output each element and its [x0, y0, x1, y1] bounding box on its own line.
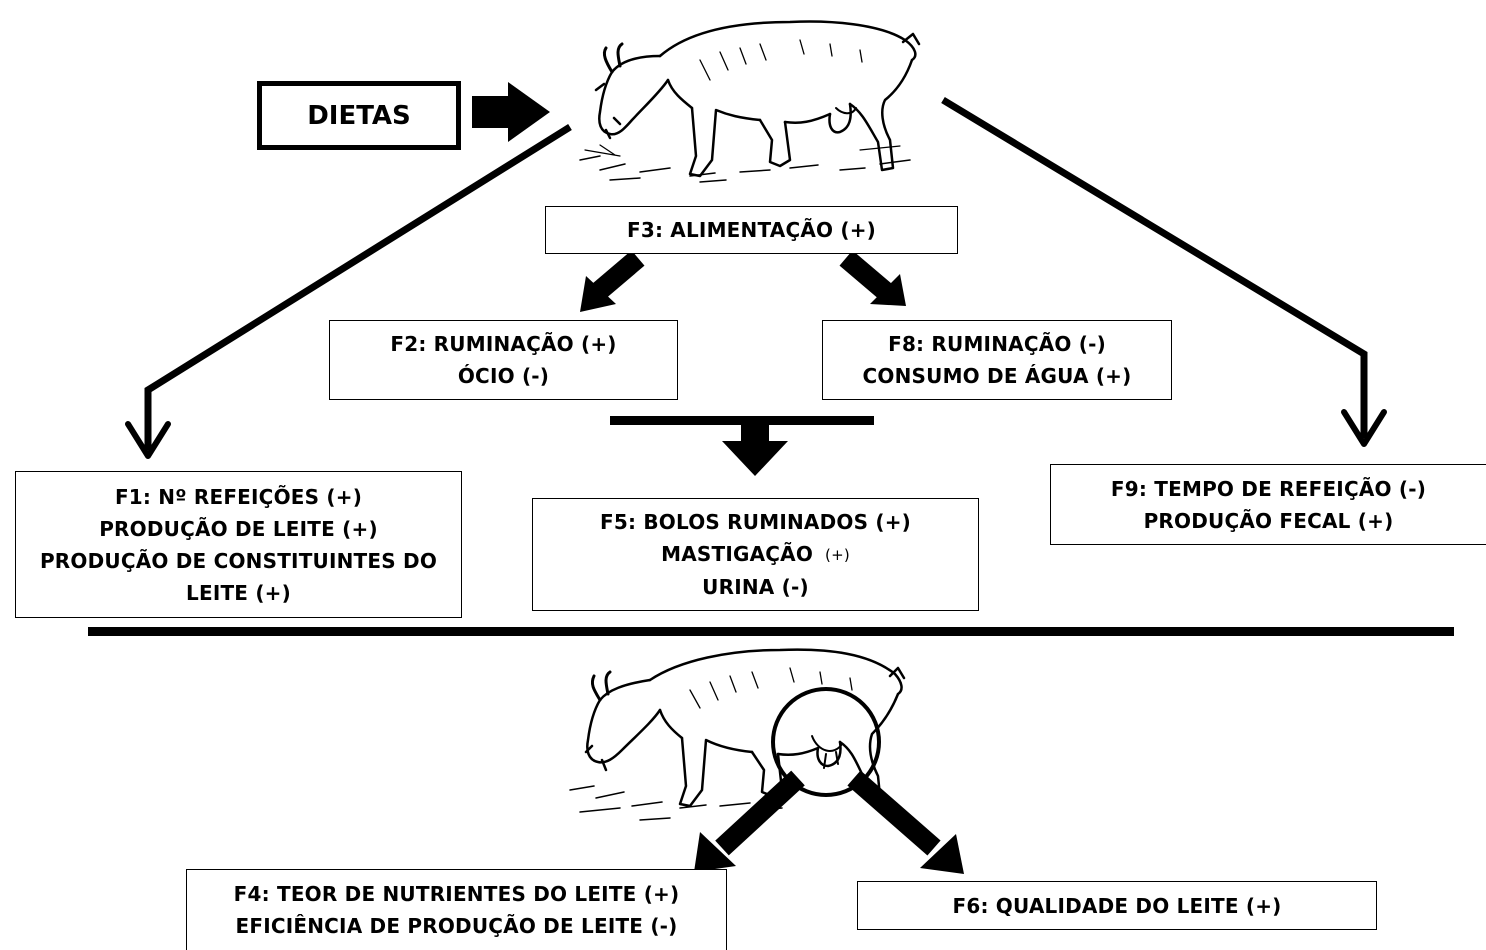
arrow-udder-to-f6 — [847, 770, 964, 874]
f9-line2: PRODUÇÃO FECAL (+) — [1143, 508, 1394, 533]
box-f2: F2: RUMINAÇÃO (+) ÓCIO (-) — [329, 320, 678, 400]
goat-top-icon — [579, 20, 921, 183]
dietas-box: DIETAS — [257, 81, 461, 150]
f5-line2: MASTIGAÇÃO — [661, 541, 814, 566]
box-f8: F8: RUMINAÇÃO (-) CONSUMO DE ÁGUA (+) — [822, 320, 1172, 400]
goat-bottom-icon — [569, 648, 906, 821]
merge-stem — [741, 425, 769, 443]
f1-line2: PRODUÇÃO DE LEITE (+) — [99, 516, 378, 541]
f5-line1: F5: BOLOS RUMINADOS (+) — [600, 509, 911, 534]
f8-line1: F8: RUMINAÇÃO (-) — [888, 332, 1106, 356]
arrow-udder-to-f4 — [694, 770, 805, 872]
merge-bar — [610, 416, 874, 425]
box-f3: F3: ALIMENTAÇÃO (+) — [545, 206, 958, 254]
f3-label: F3: ALIMENTAÇÃO (+) — [626, 218, 877, 242]
f4-line1: F4: TEOR DE NUTRIENTES DO LEITE (+) — [233, 882, 680, 906]
f4-line2: EFICIÊNCIA DE PRODUÇÃO DE LEITE (-) — [235, 914, 678, 938]
f1-line1: F1: Nº REFEIÇÕES (+) — [114, 484, 363, 509]
f2-line1: F2: RUMINAÇÃO (+) — [390, 332, 617, 356]
box-f9: F9: TEMPO DE REFEIÇÃO (-) PRODUÇÃO FECAL… — [1050, 464, 1486, 545]
section-divider — [88, 627, 1454, 636]
arrow-to-f1 — [144, 124, 572, 450]
arrow-to-f9 — [941, 97, 1368, 438]
f2-line2: ÓCIO (-) — [457, 364, 550, 388]
box-f1: F1: Nº REFEIÇÕES (+) PRODUÇÃO DE LEITE (… — [15, 471, 462, 618]
arrowhead-f1 — [125, 421, 171, 459]
box-f6: F6: QUALIDADE DO LEITE (+) — [857, 881, 1377, 930]
f5-line3: URINA (-) — [702, 575, 809, 600]
dietas-label: DIETAS — [307, 100, 411, 131]
udder-highlight-circle — [771, 687, 881, 797]
dietas-arrow — [472, 82, 550, 142]
arrowhead-f9 — [1341, 409, 1387, 447]
f5-line2-sign: (+) — [825, 546, 850, 565]
f5-line2-wrap: MASTIGAÇÃO (+) — [661, 538, 850, 572]
merge-arrowhead — [722, 441, 788, 476]
arrow-f3-to-f8 — [839, 250, 906, 306]
box-f4: F4: TEOR DE NUTRIENTES DO LEITE (+) EFIC… — [186, 869, 727, 950]
box-f5: F5: BOLOS RUMINADOS (+) MASTIGAÇÃO (+) UR… — [532, 498, 979, 611]
arrow-f3-to-f2 — [580, 250, 645, 312]
f9-line1: F9: TEMPO DE REFEIÇÃO (-) — [1110, 476, 1427, 501]
f8-line2: CONSUMO DE ÁGUA (+) — [862, 364, 1132, 388]
f6-label: F6: QUALIDADE DO LEITE (+) — [952, 893, 1282, 918]
f1-line3: PRODUÇÃO DE CONSTITUINTES DO LEITE (+) — [39, 548, 438, 605]
